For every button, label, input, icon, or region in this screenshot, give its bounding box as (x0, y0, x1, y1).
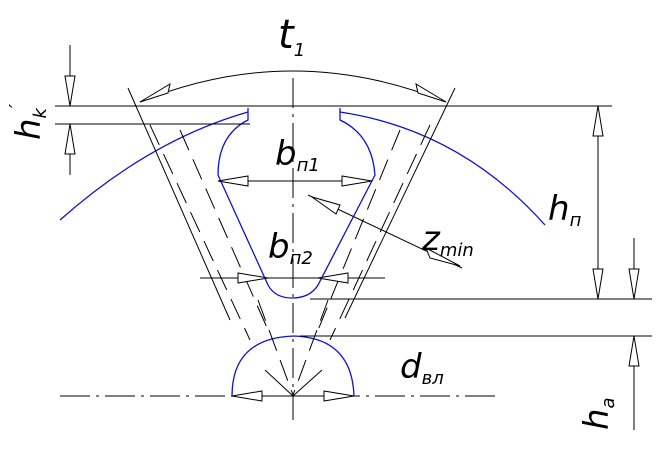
dvl-label: dвл (400, 347, 444, 389)
t1-arrow-left (139, 82, 171, 103)
radial-line-center-l (257, 299, 294, 396)
conductor-semicircle (231, 335, 355, 397)
t1-label: t1 (278, 12, 305, 61)
t1-dimension-arc (139, 70, 447, 103)
ha-arrow-bottom (628, 335, 640, 367)
outer-arc-left (59, 111, 249, 221)
hp-label: hп (548, 189, 582, 231)
conductor-radius-2 (292, 369, 323, 397)
radial-line-4 (344, 87, 456, 319)
bp2-label: bп2 (268, 227, 313, 269)
bp2-arrow-left (237, 272, 269, 284)
hp-arrow-top (592, 105, 604, 137)
hk-label: hk′ (6, 104, 51, 140)
bp2-arrow-right (317, 272, 349, 284)
hk-arrow-top (64, 75, 76, 107)
radial-line-5 (329, 124, 431, 341)
conductor-radius-1 (264, 369, 294, 397)
dvl-arrow-left (231, 390, 263, 402)
radial-line-6 (317, 129, 401, 331)
bp1-label: bп1 (275, 134, 320, 176)
radial-line-1 (127, 87, 231, 321)
zmin-arrow-top (311, 196, 341, 215)
dvl-arrow-right (323, 390, 355, 402)
radial-line-3 (179, 129, 269, 331)
outer-arc-right (339, 111, 546, 226)
ha-arrow-top (628, 268, 640, 300)
hp-arrow-bottom (592, 268, 604, 300)
zmin-arrow-bottom (425, 246, 461, 267)
zmin-label: zmin (421, 219, 474, 261)
ha-label: ha (577, 397, 619, 430)
t1-arrow-right (415, 82, 447, 103)
bp1-arrow-right (341, 175, 373, 187)
hk-arrow-bottom (64, 123, 76, 155)
radial-line-center-r (292, 299, 329, 396)
bp1-arrow-left (217, 175, 249, 187)
radial-line-2 (149, 124, 251, 341)
slot-outline (217, 108, 376, 299)
